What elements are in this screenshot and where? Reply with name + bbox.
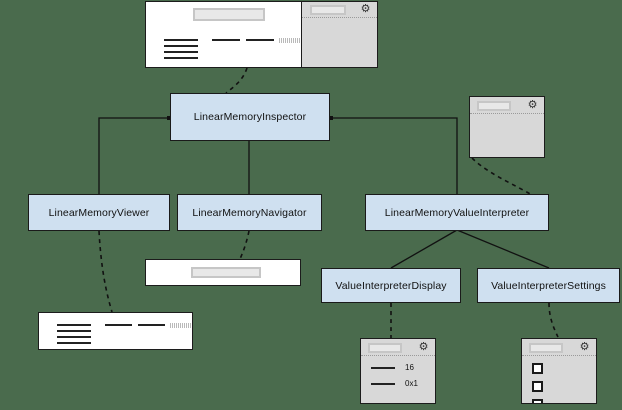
- node-linear-memory-navigator[interactable]: LinearMemoryNavigator: [177, 194, 322, 231]
- memory-byte-line: [105, 324, 132, 326]
- gear-icon[interactable]: ⚙: [360, 3, 371, 15]
- node-linear-memory-value-interpreter[interactable]: LinearMemoryValueInterpreter: [365, 194, 549, 231]
- address-input[interactable]: [193, 8, 265, 21]
- address-input[interactable]: [191, 267, 261, 278]
- memory-row-line: [164, 51, 198, 53]
- node-label: LinearMemoryNavigator: [192, 206, 307, 219]
- node-label: LinearMemoryValueInterpreter: [384, 206, 530, 219]
- inspector-screenshot: ⚙: [145, 1, 378, 68]
- inspector-screenshot-right-pane: ⚙: [301, 2, 377, 67]
- settings-screenshot: ⚙: [521, 338, 597, 404]
- interpreter-input[interactable]: [368, 343, 402, 353]
- navigator-screenshot: [145, 259, 301, 286]
- memory-byte-line: [138, 324, 165, 326]
- display-screenshot: ⚙ 16 0x1: [360, 338, 436, 404]
- value-text: 0x1: [405, 379, 418, 388]
- memory-row-line: [164, 39, 198, 41]
- memory-row-line: [57, 330, 91, 332]
- memory-row-line: [57, 336, 91, 338]
- node-label: ValueInterpreterSettings: [491, 279, 606, 292]
- node-label: LinearMemoryViewer: [48, 206, 150, 219]
- gear-icon[interactable]: ⚙: [418, 341, 429, 353]
- memory-row-line: [57, 324, 91, 326]
- memory-row-line: [164, 57, 198, 59]
- node-value-interpreter-settings[interactable]: ValueInterpreterSettings: [477, 268, 620, 303]
- memory-row-line: [57, 342, 91, 344]
- interpreter-input[interactable]: [529, 343, 563, 353]
- settings-checkbox[interactable]: [532, 381, 543, 392]
- memory-byte-line: [246, 39, 274, 41]
- interpreter-screenshot: ⚙: [469, 96, 545, 158]
- gear-icon[interactable]: ⚙: [579, 341, 590, 353]
- node-value-interpreter-display[interactable]: ValueInterpreterDisplay: [321, 268, 461, 303]
- interpreter-input[interactable]: [477, 101, 511, 111]
- value-row-line: [371, 367, 395, 369]
- node-label: ValueInterpreterDisplay: [335, 279, 447, 292]
- value-row-line: [371, 383, 395, 385]
- memory-ascii-dots: [170, 323, 192, 328]
- gear-icon[interactable]: ⚙: [527, 99, 538, 111]
- value-text: 16: [405, 363, 414, 372]
- memory-ascii-dots: [279, 38, 301, 43]
- viewer-screenshot: [38, 312, 193, 350]
- node-linear-memory-viewer[interactable]: LinearMemoryViewer: [28, 194, 170, 231]
- settings-checkbox[interactable]: [532, 363, 543, 374]
- memory-byte-line: [212, 39, 240, 41]
- inspector-screenshot-left-pane: [146, 2, 301, 67]
- node-linear-memory-inspector[interactable]: LinearMemoryInspector: [170, 93, 330, 141]
- node-label: LinearMemoryInspector: [193, 111, 307, 123]
- settings-checkbox[interactable]: [532, 399, 543, 403]
- memory-row-line: [164, 45, 198, 47]
- interpreter-input[interactable]: [310, 5, 346, 15]
